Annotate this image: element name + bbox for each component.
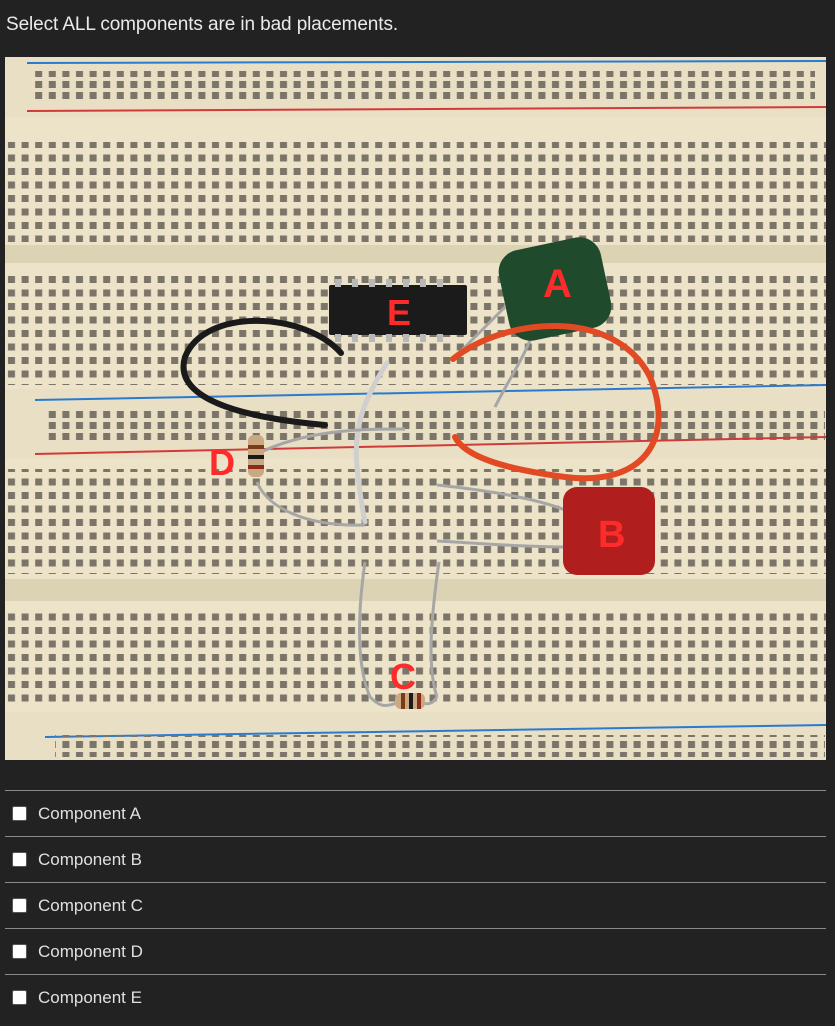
option-component-c[interactable]: Component C (5, 882, 826, 928)
checkbox-component-b[interactable] (12, 852, 27, 867)
component-label-e: E (387, 292, 411, 333)
option-label: Component D (38, 941, 143, 961)
question-text: Select ALL components are in bad placeme… (6, 14, 399, 35)
option-component-d[interactable]: Component D (5, 928, 826, 974)
option-label: Component B (38, 849, 142, 869)
checkbox-component-d[interactable] (12, 944, 27, 959)
checkbox-component-c[interactable] (12, 898, 27, 913)
option-label: Component C (38, 895, 143, 915)
checkbox-component-a[interactable] (12, 806, 27, 821)
component-label-a: A (543, 262, 572, 306)
answer-options: Component A Component B Component C Comp… (5, 790, 826, 1020)
option-component-b[interactable]: Component B (5, 836, 826, 882)
option-component-a[interactable]: Component A (5, 790, 826, 836)
component-label-c: C (390, 656, 416, 697)
option-component-e[interactable]: Component E (5, 974, 826, 1020)
breadboard-photo: A B C D E (5, 57, 826, 760)
component-label-b: B (598, 514, 625, 556)
component-label-d: D (209, 442, 235, 483)
option-label: Component A (38, 803, 142, 823)
checkbox-component-e[interactable] (12, 990, 27, 1005)
option-label: Component E (38, 987, 142, 1007)
